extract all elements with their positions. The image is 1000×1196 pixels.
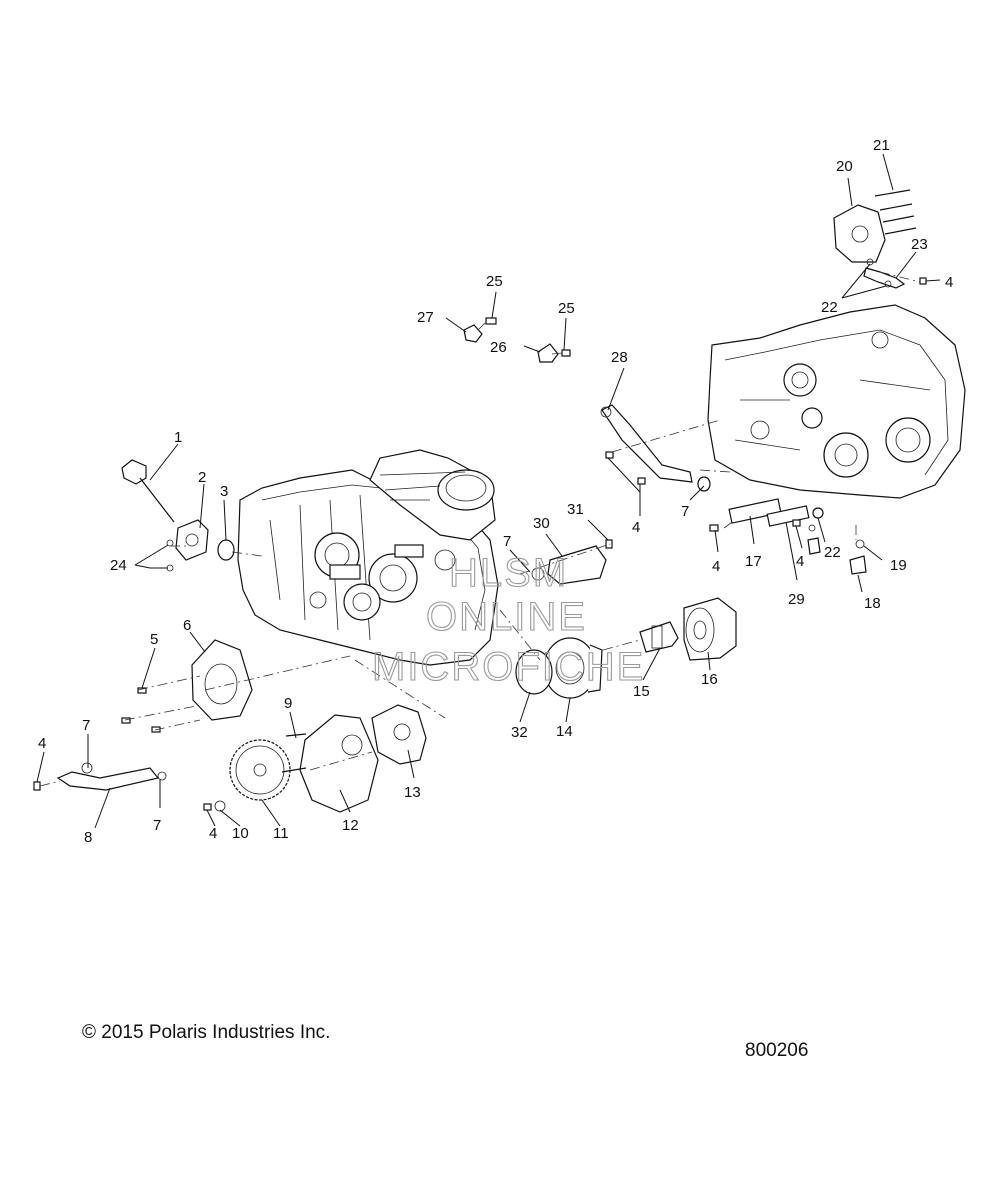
part-bearing-plate (191, 639, 253, 721)
callout-20: 20 (836, 158, 853, 175)
callout-2: 2 (198, 469, 206, 486)
part-oil-tube (33, 762, 167, 791)
callout-24: 24 (110, 557, 127, 574)
callout-26: 26 (490, 339, 507, 356)
callout-23: 23 (911, 236, 928, 253)
part-oil-cooler (543, 637, 603, 699)
callout-5: 5 (150, 631, 158, 648)
watermark-line-3: MICROFICHE (372, 645, 645, 689)
copyright-notice: © 2015 Polaris Industries Inc. (82, 1022, 331, 1043)
callout-15: 15 (633, 683, 650, 700)
callout-4: 4 (712, 558, 720, 575)
callout-4: 4 (632, 519, 640, 536)
callout-7: 7 (503, 533, 511, 550)
callout-18: 18 (864, 595, 881, 612)
callout-16: 16 (701, 671, 718, 688)
callout-8: 8 (84, 829, 92, 846)
callout-3: 3 (220, 483, 228, 500)
leader-lines (36, 153, 941, 829)
part-dipstick (121, 459, 175, 523)
part-filter-adapter (639, 621, 679, 653)
part-upper-pump (833, 204, 886, 263)
part-shaft-17 (709, 498, 824, 532)
callout-7: 7 (82, 717, 90, 734)
part-breather-tube (600, 404, 711, 492)
callout-7: 7 (153, 817, 161, 834)
callout-29: 29 (788, 591, 805, 608)
part-tube-mount (166, 519, 209, 572)
callout-25: 25 (558, 300, 575, 317)
part-o-ring-32 (515, 649, 553, 695)
callout-13: 13 (404, 784, 421, 801)
callout-1: 1 (174, 429, 182, 446)
watermark-line-1: HLSM (449, 551, 568, 595)
alignment-lines (39, 271, 921, 787)
callout-12: 12 (342, 817, 359, 834)
part-bracket-30 (531, 539, 613, 585)
callout-21: 21 (873, 137, 890, 154)
callout-14: 14 (556, 723, 573, 740)
watermark: HLSM ONLINE MICROFICHE (371, 550, 645, 689)
part-bolts-21 (874, 189, 917, 235)
callout-4: 4 (796, 553, 804, 570)
callout-19: 19 (890, 557, 907, 574)
part-drain-plug (807, 524, 867, 575)
part-gear (203, 739, 291, 812)
part-pipe-23 (863, 258, 927, 289)
callout-28: 28 (611, 349, 628, 366)
callout-6: 6 (183, 617, 191, 634)
callout-30: 30 (533, 515, 550, 532)
right-crankcase (707, 304, 966, 499)
callout-32: 32 (511, 724, 528, 741)
callout-17: 17 (745, 553, 762, 570)
callout-31: 31 (567, 501, 584, 518)
callout-4: 4 (945, 274, 953, 291)
watermark-line-2: ONLINE (426, 595, 587, 639)
callout-27: 27 (417, 309, 434, 326)
callout-22: 22 (824, 544, 841, 561)
part-oil-filter (683, 597, 737, 661)
callout-25: 25 (486, 273, 503, 290)
callout-22: 22 (821, 299, 838, 316)
diagram-number: 800206 (745, 1040, 809, 1061)
part-bolts-5 (121, 687, 161, 733)
callout-7: 7 (681, 503, 689, 520)
cylinder-piston (369, 449, 496, 541)
part-sensors (463, 317, 571, 363)
callout-10: 10 (232, 825, 249, 842)
callout-4: 4 (38, 735, 46, 752)
part-pump-cover (281, 714, 379, 813)
callout-labels: 1 2 3 4 4 4 4 4 4 5 6 7 7 7 7 8 9 10 11 … (38, 137, 953, 846)
callout-9: 9 (284, 695, 292, 712)
part-oil-pump (371, 704, 427, 765)
callout-11: 11 (273, 825, 289, 842)
part-o-ring-3 (217, 539, 235, 561)
callout-4: 4 (209, 825, 217, 842)
